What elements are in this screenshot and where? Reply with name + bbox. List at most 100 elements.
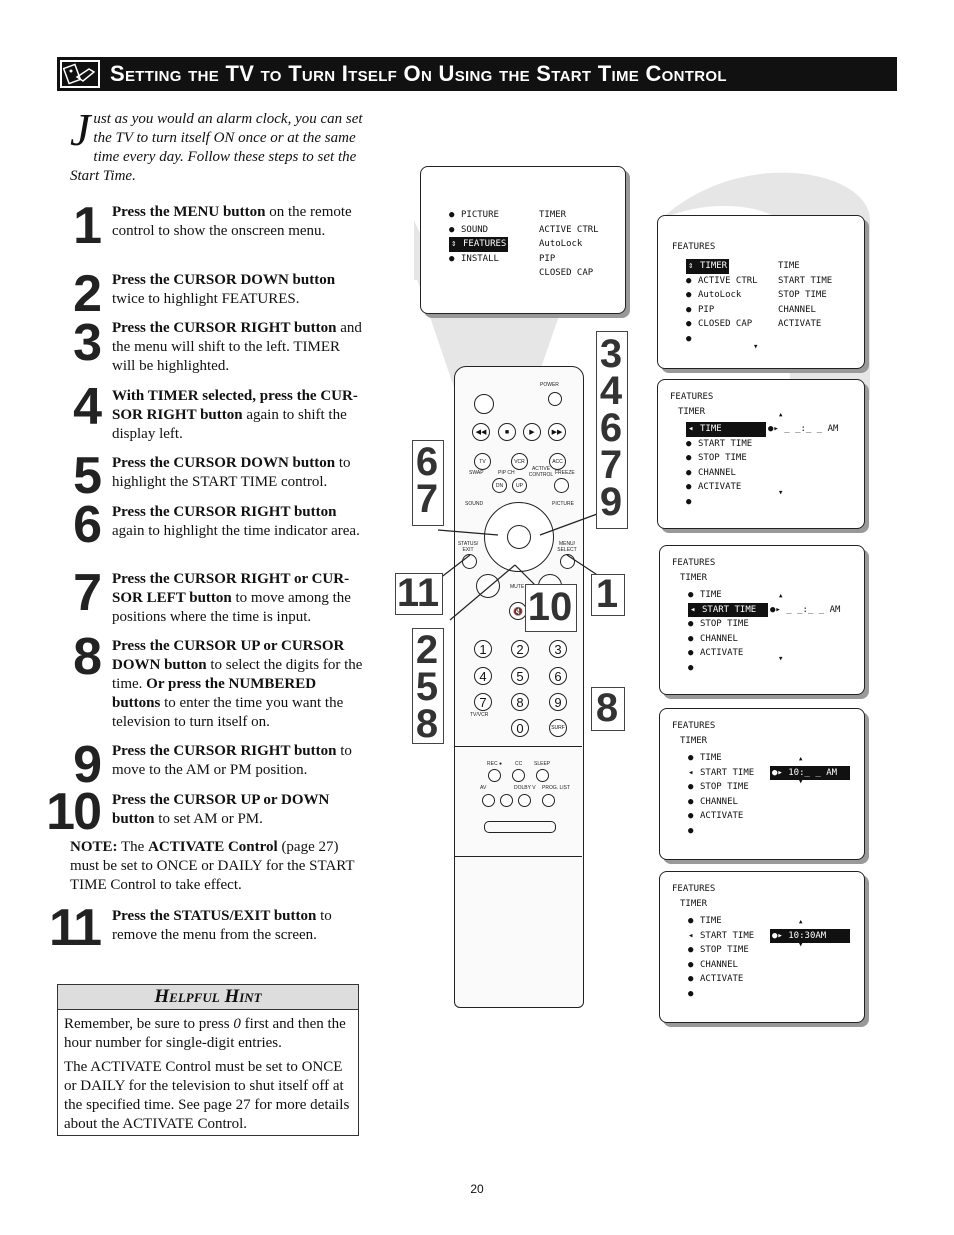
vcr-button[interactable]: VCR bbox=[511, 453, 528, 470]
stop-button[interactable]: ■ bbox=[498, 423, 516, 441]
menu-item[interactable]: ●PIP bbox=[686, 303, 714, 318]
bullet-icon: ● bbox=[688, 590, 694, 600]
timer-menu-item[interactable]: ●STOP TIME bbox=[688, 943, 749, 958]
timer-menu-item[interactable]: ●START TIME bbox=[686, 437, 752, 452]
sleep-button[interactable] bbox=[536, 769, 549, 782]
callout-box-right bbox=[596, 331, 628, 529]
timer-menu-item[interactable]: ●CHANNEL bbox=[688, 958, 738, 973]
down-arrow-icon: ▾ bbox=[798, 939, 804, 950]
timer-menu-item[interactable]: ◂START TIME bbox=[688, 766, 754, 781]
rewind-button[interactable]: ◀◀ bbox=[472, 423, 490, 441]
digit-1-button[interactable]: 1 bbox=[474, 640, 492, 658]
helpful-hint-box: Helpful Hint Remember, be sure to press … bbox=[57, 984, 359, 1136]
pip-ch-down-button[interactable]: DN bbox=[492, 478, 507, 493]
dolby-button[interactable] bbox=[500, 794, 513, 807]
timer-menu-item[interactable]: ●STOP TIME bbox=[688, 617, 749, 632]
pip-on-button[interactable] bbox=[474, 394, 494, 414]
callout-eleven: 11 bbox=[396, 571, 440, 615]
rec-button[interactable] bbox=[488, 769, 501, 782]
menu-item[interactable]: ●PICTURE bbox=[449, 208, 499, 223]
submenu-item: TIME bbox=[778, 261, 800, 271]
timer-menu-item[interactable]: ●CHANNEL bbox=[686, 466, 736, 481]
timer-menu-item[interactable]: ◂START TIME bbox=[688, 602, 768, 617]
timer-menu-item[interactable]: ●ACTIVATE bbox=[686, 480, 741, 495]
timer-menu-item[interactable]: ◂START TIME bbox=[688, 929, 754, 944]
surf-button[interactable]: SURF bbox=[549, 719, 567, 737]
menu-item-label: ACTIVE CTRL bbox=[698, 275, 758, 286]
page-number: 20 bbox=[470, 1182, 484, 1196]
timer-menu-label: TIME bbox=[700, 916, 722, 926]
pointer-left-icon: ◂ bbox=[690, 604, 696, 615]
digit-7-button[interactable]: 7 bbox=[474, 693, 492, 711]
av-button[interactable] bbox=[482, 794, 495, 807]
timer-menu-item[interactable]: ●CHANNEL bbox=[688, 632, 738, 647]
time-value-field[interactable]: ●▸ _ _:_ _ AM bbox=[768, 422, 838, 437]
bullet-icon: ● bbox=[688, 811, 694, 821]
misc-button[interactable] bbox=[542, 794, 555, 807]
timer-menu-item[interactable]: ●CHANNEL bbox=[688, 795, 738, 810]
time-value-field[interactable]: ●▸ 10:_ _ AM bbox=[770, 765, 850, 780]
menu-item-label: AutoLock bbox=[698, 290, 742, 300]
swap-label: SWAP bbox=[469, 470, 484, 476]
remote-control: POWER ◀◀ ■ ▶ ▶▶ TV VCR ACC SWAP PIP CH A… bbox=[454, 366, 584, 1008]
timer-menu-item[interactable]: ●ACTIVATE bbox=[688, 809, 743, 824]
mute-label: MUTE bbox=[510, 584, 525, 590]
digit-5-button[interactable]: 5 bbox=[511, 667, 529, 685]
digit-6-button[interactable]: 6 bbox=[549, 667, 567, 685]
menu-item[interactable]: ⇕TIMER bbox=[686, 259, 730, 274]
digit-9-button[interactable]: 9 bbox=[549, 693, 567, 711]
hint-p1-post: first and then the hour number for singl… bbox=[64, 1016, 346, 1051]
digit-0-button[interactable]: 0 bbox=[511, 719, 529, 737]
step-text: Press the MENU button on the remote cont… bbox=[112, 203, 364, 241]
step-body: and the menu will shift to the left. TIM… bbox=[112, 320, 362, 374]
time-value-field[interactable]: ●▸ 10:30AM bbox=[770, 928, 850, 943]
digit-4-button[interactable]: 4 bbox=[474, 667, 492, 685]
menu-item[interactable]: ●SOUND bbox=[449, 223, 488, 238]
callout-ten: 10 bbox=[527, 585, 573, 629]
timer-menu-item[interactable]: ●STOP TIME bbox=[686, 451, 747, 466]
timer-menu-item[interactable]: ◂TIME bbox=[686, 422, 766, 437]
bottom-button-bar[interactable] bbox=[484, 821, 556, 833]
step-text: Press the STATUS/EXIT button to remove t… bbox=[112, 907, 364, 945]
menu-item[interactable]: ●AutoLock bbox=[686, 288, 741, 303]
pip-ch-up-button[interactable]: UP bbox=[512, 478, 527, 493]
time-value-field[interactable]: ●▸ _ _:_ _ AM bbox=[770, 603, 840, 618]
menu-item[interactable]: ⇕FEATURES bbox=[449, 237, 509, 252]
step-text: Press the CURSOR DOWN button to highligh… bbox=[112, 454, 364, 492]
time-value: 10:_ _ AM bbox=[788, 767, 838, 778]
down-arrow-icon: ▾ bbox=[778, 654, 784, 664]
acc-button[interactable]: ACC bbox=[549, 453, 566, 470]
power-button[interactable] bbox=[548, 392, 562, 406]
step-bold: Press the CURSOR RIGHT or CUR-SOR LEFT b… bbox=[112, 571, 350, 606]
timer-menu-item[interactable]: ●TIME bbox=[688, 588, 722, 603]
cursor-center-button[interactable] bbox=[507, 525, 531, 549]
timer-menu-item[interactable]: ●ACTIVATE bbox=[688, 646, 743, 661]
title-bar: Setting the TV to Turn Itself On Using t… bbox=[57, 57, 897, 91]
menu-item[interactable]: ●CLOSED CAP bbox=[686, 317, 752, 332]
step-bold: Press the CURSOR UP or DOWN button bbox=[112, 792, 330, 827]
timer-menu-item[interactable]: ●STOP TIME bbox=[688, 780, 749, 795]
step-bold-2: Or press the NUMBERED buttons bbox=[112, 676, 317, 711]
play-button[interactable]: ▶ bbox=[523, 423, 541, 441]
cursor-ring[interactable] bbox=[484, 502, 554, 572]
select-arrows-icon: ⇕ bbox=[688, 261, 694, 271]
freeze-button[interactable] bbox=[554, 478, 569, 493]
digit-2-button[interactable]: 2 bbox=[511, 640, 529, 658]
callout-left-col: 6 7 bbox=[415, 440, 439, 521]
screen-subheader: TIMER bbox=[680, 899, 708, 909]
menu-item[interactable]: ●ACTIVE CTRL bbox=[686, 274, 758, 289]
digit-8-button[interactable]: 8 bbox=[511, 693, 529, 711]
timer-menu-item[interactable]: ●TIME bbox=[688, 751, 722, 766]
tv-button[interactable]: TV bbox=[474, 453, 491, 470]
fast-forward-button[interactable]: ▶▶ bbox=[548, 423, 566, 441]
hint-paragraph-1: Remember, be sure to press 0 first and t… bbox=[64, 1015, 352, 1053]
menu-item[interactable]: ●INSTALL bbox=[449, 252, 499, 267]
timer-menu-item[interactable]: ●ACTIVATE bbox=[688, 972, 743, 987]
prog-list-button[interactable] bbox=[518, 794, 531, 807]
digit-3-button[interactable]: 3 bbox=[549, 640, 567, 658]
select-arrows-icon: ⇕ bbox=[451, 239, 457, 249]
screen-header: FEATURES bbox=[672, 884, 716, 894]
cc-button[interactable] bbox=[512, 769, 525, 782]
timer-menu-item[interactable]: ●TIME bbox=[688, 914, 722, 929]
callout-left-bottom: 2 5 8 bbox=[415, 628, 439, 746]
